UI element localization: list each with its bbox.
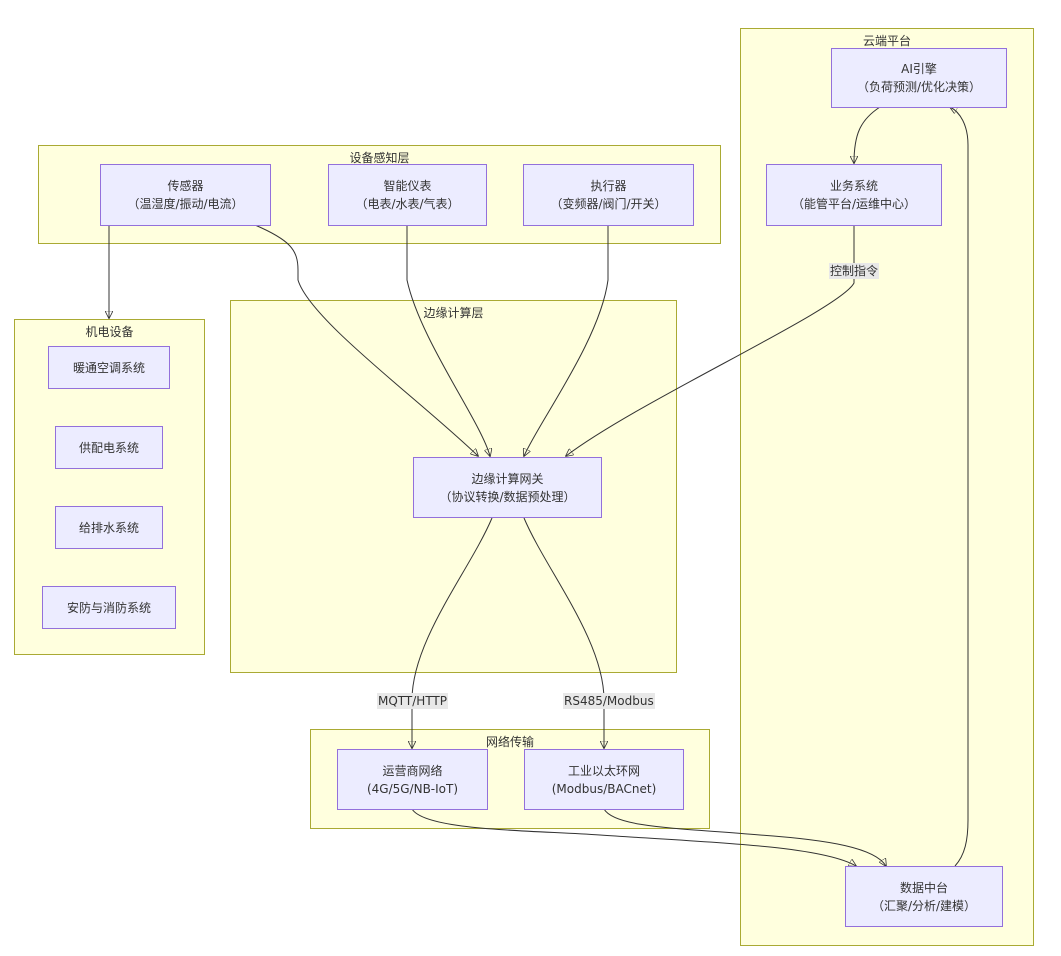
node-hvac-system[interactable]: 暖通空调系统 xyxy=(48,346,170,389)
edge-ai-to-business xyxy=(854,106,881,163)
node-data-platform-sub: （汇聚/分析/建模） xyxy=(871,898,977,913)
edge-actuator-to-gateway xyxy=(524,225,609,456)
node-actuator[interactable]: 执行器 （变频器/阀门/开关） xyxy=(523,164,694,226)
edge-ethernet-to-dataplatform xyxy=(603,808,886,866)
node-business-system[interactable]: 业务系统 （能管平台/运维中心） xyxy=(766,164,942,226)
edge-label-control-command: 控制指令 xyxy=(829,263,880,279)
node-actuator-title: 执行器 xyxy=(590,179,627,193)
edge-label-rs485-modbus: RS485/Modbus xyxy=(563,693,655,709)
node-industrial-ethernet-title: 工业以太环网 xyxy=(567,763,640,778)
edge-sensor-to-gateway xyxy=(254,224,478,456)
node-power-distribution-system[interactable]: 供配电系统 xyxy=(55,426,163,469)
node-business-system-title: 业务系统 xyxy=(829,179,878,193)
node-security-fire-system[interactable]: 安防与消防系统 xyxy=(42,586,176,629)
cluster-network-transport-title: 网络传输 xyxy=(485,735,534,749)
node-edge-gateway-title: 边缘计算网关 xyxy=(471,471,544,486)
node-actuator-sub: （变频器/阀门/开关） xyxy=(550,197,667,211)
node-edge-gateway-sub: （协议转换/数据预处理） xyxy=(439,489,576,504)
node-edge-gateway[interactable]: 边缘计算网关 （协议转换/数据预处理） xyxy=(413,457,602,518)
edge-carrier-to-dataplatform xyxy=(411,808,856,866)
node-industrial-ethernet-sub: (Modbus/BACnet) xyxy=(551,781,657,796)
edge-business-to-gateway xyxy=(566,225,855,456)
cluster-edge-computing-title: 边缘计算层 xyxy=(423,306,484,320)
node-industrial-ethernet[interactable]: 工业以太环网 (Modbus/BACnet) xyxy=(524,749,684,810)
node-smart-meter-sub: （电表/水表/气表） xyxy=(355,197,460,211)
node-sensor-title: 传感器 xyxy=(167,179,204,193)
node-water-system-title: 给排水系统 xyxy=(78,520,139,535)
node-carrier-network[interactable]: 运营商网络 (4G/5G/NB-IoT) xyxy=(337,749,488,810)
node-carrier-network-title: 运营商网络 xyxy=(382,763,443,778)
node-data-platform[interactable]: 数据中台 （汇聚/分析/建模） xyxy=(845,866,1003,927)
node-sensor[interactable]: 传感器 （温湿度/振动/电流） xyxy=(100,164,271,226)
cluster-cloud-platform-title: 云端平台 xyxy=(862,34,911,48)
node-water-system[interactable]: 给排水系统 xyxy=(55,506,163,549)
cluster-mep-equipment-title: 机电设备 xyxy=(85,325,134,339)
node-smart-meter[interactable]: 智能仪表 （电表/水表/气表） xyxy=(328,164,487,226)
node-power-distribution-system-title: 供配电系统 xyxy=(78,440,139,455)
edge-dataplatform-to-ai xyxy=(950,107,969,867)
edge-meter-to-gateway xyxy=(406,225,490,456)
node-ai-engine[interactable]: AI引擎 （负荷预测/优化决策） xyxy=(831,48,1007,108)
node-data-platform-title: 数据中台 xyxy=(899,880,948,895)
node-ai-engine-title: AI引擎 xyxy=(901,62,937,76)
edge-gateway-to-ethernet xyxy=(523,517,604,748)
node-smart-meter-title: 智能仪表 xyxy=(383,179,432,193)
node-security-fire-system-title: 安防与消防系统 xyxy=(66,600,151,615)
edge-label-mqtt-http: MQTT/HTTP xyxy=(377,693,448,709)
cluster-device-sensing-title: 设备感知层 xyxy=(349,151,410,165)
node-carrier-network-sub: (4G/5G/NB-IoT) xyxy=(366,781,459,796)
node-ai-engine-sub: （负荷预测/优化决策） xyxy=(856,80,982,94)
edge-gateway-to-carrier xyxy=(412,517,493,748)
node-hvac-system-title: 暖通空调系统 xyxy=(72,360,145,375)
node-sensor-sub: （温湿度/振动/电流） xyxy=(127,197,244,211)
node-business-system-sub: （能管平台/运维中心） xyxy=(791,197,917,211)
